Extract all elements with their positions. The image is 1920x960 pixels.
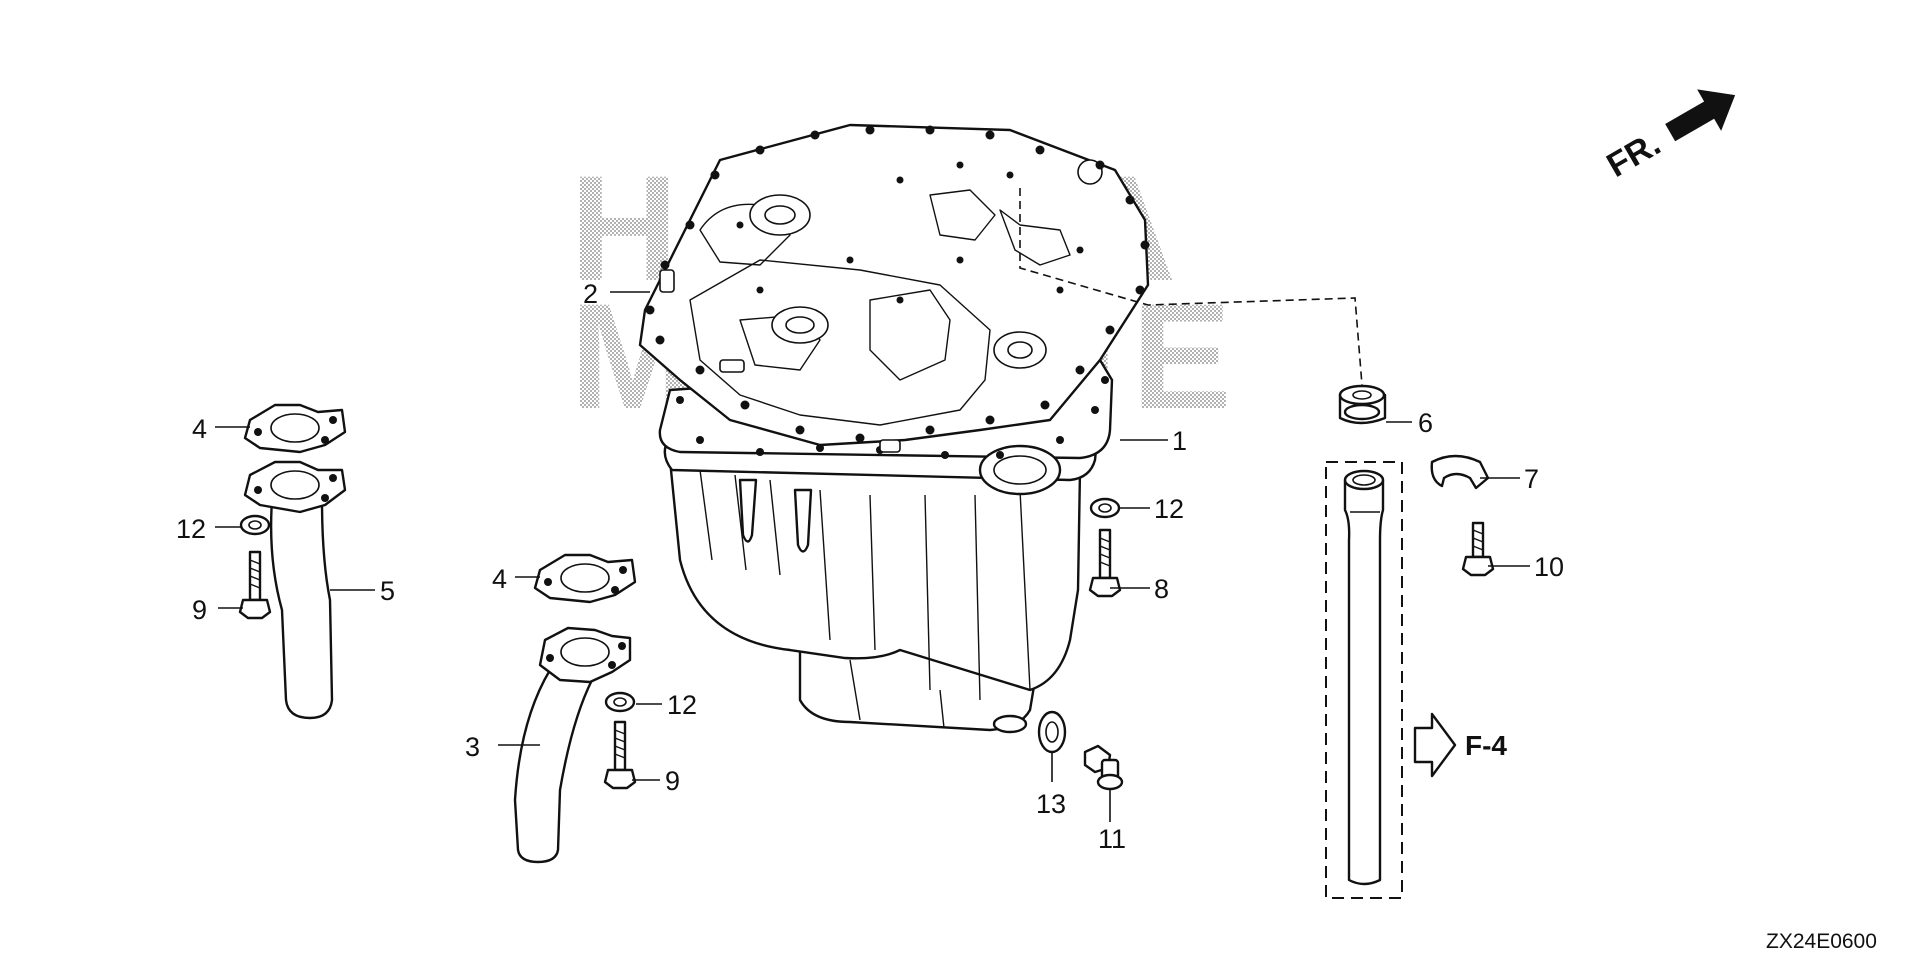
callout-10: 10: [1534, 552, 1564, 582]
diagram-code: ZX24E0600: [1766, 930, 1877, 953]
dipstick-tube: [1325, 461, 1403, 899]
separator-plate-gasket: [638, 123, 1150, 453]
callout-6: 6: [1418, 408, 1433, 438]
callout-2: 2: [583, 279, 598, 309]
callout-4-left: 4: [192, 414, 207, 444]
leader-lines: [215, 188, 1530, 822]
drain-gasket-part-13: [1037, 710, 1067, 754]
pipe-part-5: [243, 460, 347, 720]
pipe-part-3: [513, 626, 632, 864]
callout-5: 5: [380, 576, 395, 606]
callout-9-center: 9: [665, 766, 680, 796]
callouts: 1 2 3 4 4 5 6 7 8 9 9 10 11 12 12 12 13: [176, 279, 1564, 854]
bolt-part-8: [1088, 528, 1122, 598]
callout-12-center: 12: [667, 690, 697, 720]
washer-part-12-left: [239, 514, 271, 536]
washer-part-12-center: [604, 691, 636, 713]
callout-8: 8: [1154, 574, 1169, 604]
grommet-part-6: [1338, 384, 1387, 425]
callout-12-right: 12: [1154, 494, 1184, 524]
callout-7: 7: [1524, 464, 1539, 494]
front-direction-indicator: FR.: [1601, 89, 1736, 185]
bolt-part-9-left: [238, 550, 272, 620]
gasket-part-4-center: [533, 553, 637, 604]
bolt-part-9-center: [603, 720, 637, 790]
callout-13: 13: [1036, 789, 1066, 819]
callout-11: 11: [1098, 824, 1126, 854]
callout-4-center: 4: [492, 564, 507, 594]
bolt-part-10: [1461, 521, 1495, 577]
reference-label: F-4: [1465, 730, 1507, 761]
clip-part-7: [1430, 454, 1490, 490]
callout-1: 1: [1172, 426, 1187, 456]
callout-3: 3: [465, 732, 480, 762]
callout-9-left: 9: [192, 595, 207, 625]
washer-part-12-right: [1089, 497, 1121, 519]
drain-bolt-part-11: [1083, 744, 1124, 791]
gasket-part-4-left: [243, 403, 347, 454]
reference-f4: F-4: [1413, 712, 1507, 778]
callout-12-left: 12: [176, 514, 206, 544]
front-label: FR.: [1601, 125, 1667, 185]
